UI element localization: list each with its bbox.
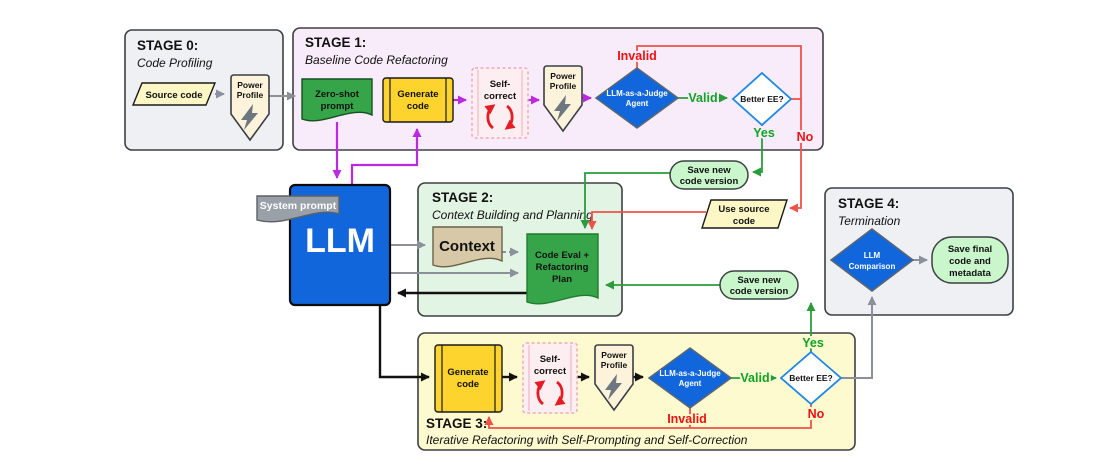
power-profile-node-stage3: Power Profile (594, 344, 634, 412)
power-profile-node-stage1: Power Profile (543, 65, 583, 133)
edge-label-yes-stage3: Yes (802, 336, 824, 350)
lightning-icon (605, 374, 622, 400)
generate-code-label: code (407, 101, 429, 112)
power-profile-label: Profile (237, 90, 264, 100)
generate-code-label: Generate (397, 89, 438, 100)
llm-judge-label: LLM-as-a-Judge (659, 369, 721, 378)
stage-4-subtitle: Termination (838, 214, 901, 228)
save-new-code-pill-1: Save new code version (669, 160, 749, 190)
save-final-label: metadata (949, 268, 991, 279)
context-label: Context (439, 238, 495, 255)
generate-code-label: code (457, 379, 479, 390)
stage-3-subtitle: Iterative Refactoring with Self-Promptin… (426, 433, 748, 447)
llm-judge-label: Agent (679, 379, 702, 388)
code-eval-label: Plan (552, 274, 572, 285)
power-profile-label: Power (237, 80, 263, 90)
save-new-code-label: code version (730, 286, 789, 297)
lightning-icon (241, 104, 258, 130)
llm-comparison-node: LLM Comparison (829, 228, 915, 292)
self-correct-label: correct (534, 366, 567, 377)
use-source-code-label: code (733, 216, 755, 227)
save-new-code-label: code version (680, 176, 739, 187)
context-node: Context (432, 226, 503, 268)
arrow-invalid1-to-usesource (636, 45, 802, 213)
use-source-code-node: Use source code (701, 199, 788, 229)
generate-code-node-stage3: Generate code (434, 344, 503, 413)
save-new-code-label: Save new (687, 165, 731, 176)
arrow-usesource-to-codeeval (587, 211, 706, 230)
edge-label-valid-stage3: Valid (740, 371, 769, 385)
save-new-code-label: Save new (737, 275, 781, 286)
better-ee-node-stage1: Better EE? (731, 71, 793, 127)
zero-shot-prompt-node: Zero-shot prompt (301, 78, 373, 122)
self-correct-node-stage1: Self- correct (471, 67, 529, 139)
arrow-llm-to-generate1 (350, 128, 422, 185)
use-source-code-label: Use source (718, 204, 769, 215)
arrow-savepill1-to-codeeval (580, 172, 670, 229)
power-profile-label: Power (550, 71, 576, 81)
edge-label-yes-stage1: Yes (753, 126, 775, 140)
purple-arrows (332, 93, 592, 185)
power-profile-label: Power (601, 350, 627, 360)
refresh-cycle-icon (534, 380, 566, 406)
power-profile-label: Profile (550, 81, 577, 91)
llm-judge-node-stage3: LLM-as-a-Judge Agent (647, 347, 733, 409)
self-correct-node-stage3: Self- correct (522, 342, 578, 414)
code-eval-plan-node: Code Eval + Refactoring Plan (526, 233, 599, 305)
arrow-llm-to-generate3 (378, 305, 430, 382)
source-code-label: Source code (145, 90, 202, 101)
gray-arrows (215, 89, 928, 379)
better-ee-label: Better EE? (789, 373, 832, 383)
self-correct-label: Self- (490, 79, 511, 90)
stage-1-subtitle: Baseline Code Refactoring (305, 53, 448, 67)
better-ee-label: Better EE? (740, 94, 783, 104)
zero-shot-label: prompt (321, 101, 355, 112)
stage-3-title: STAGE 3: (426, 416, 487, 431)
refresh-cycle-icon (484, 104, 516, 130)
green-arrows (580, 93, 816, 383)
code-eval-label: Code Eval + (535, 250, 590, 261)
stage-0-subtitle: Code Profiling (137, 56, 213, 70)
generate-code-label: Generate (447, 367, 488, 378)
stage-1-title: STAGE 1: (305, 35, 366, 50)
power-profile-label: Profile (601, 360, 628, 370)
llm-comparison-label: LLM (864, 251, 881, 260)
arrow-betteree3-to-comparison (841, 296, 877, 379)
stage-2-subtitle: Context Building and Planning (432, 208, 593, 222)
save-final-label: code and (949, 256, 991, 267)
llm-comparison-label: Comparison (849, 262, 896, 271)
stage-0-title: STAGE 0: (137, 38, 198, 53)
system-prompt-label: System prompt (260, 200, 337, 212)
llm-node: LLM (288, 183, 392, 307)
generate-code-node-stage1: Generate code (382, 77, 454, 123)
llm-judge-label: LLM-as-a-Judge (606, 89, 668, 98)
better-ee-node-stage3: Better EE? (779, 350, 843, 406)
self-correct-label: Self- (540, 354, 561, 365)
stage-4-title: STAGE 4: (838, 196, 899, 211)
lightning-icon (554, 95, 571, 121)
edge-label-no-stage1: No (797, 130, 814, 144)
edge-label-no-stage3: No (808, 407, 825, 421)
save-final-pill: Save final code and metadata (931, 236, 1009, 284)
arrow-no3-to-generate3 (484, 404, 812, 429)
source-code-node: Source code (131, 82, 217, 106)
edge-label-invalid-stage3: Invalid (667, 412, 707, 426)
stage-2-title: STAGE 2: (432, 190, 493, 205)
power-profile-node-stage0: Power Profile (230, 74, 270, 142)
red-arrows (484, 45, 812, 429)
llm-judge-node-stage1: LLM-as-a-Judge Agent (594, 67, 680, 129)
self-correct-label: correct (484, 91, 517, 102)
save-final-label: Save final (948, 244, 992, 255)
llm-judge-label: Agent (626, 99, 649, 108)
code-eval-label: Refactoring (536, 262, 589, 273)
edge-label-valid-stage1: Valid (688, 91, 717, 105)
save-new-code-pill-2: Save new code version (719, 270, 799, 300)
edge-label-invalid-stage1: Invalid (617, 49, 657, 63)
llm-label: LLM (305, 222, 375, 260)
system-prompt-node: System prompt (256, 195, 340, 223)
black-arrows (378, 288, 644, 382)
arrow-yes1-to-savepill1 (752, 125, 763, 177)
zero-shot-label: Zero-shot (315, 89, 360, 100)
